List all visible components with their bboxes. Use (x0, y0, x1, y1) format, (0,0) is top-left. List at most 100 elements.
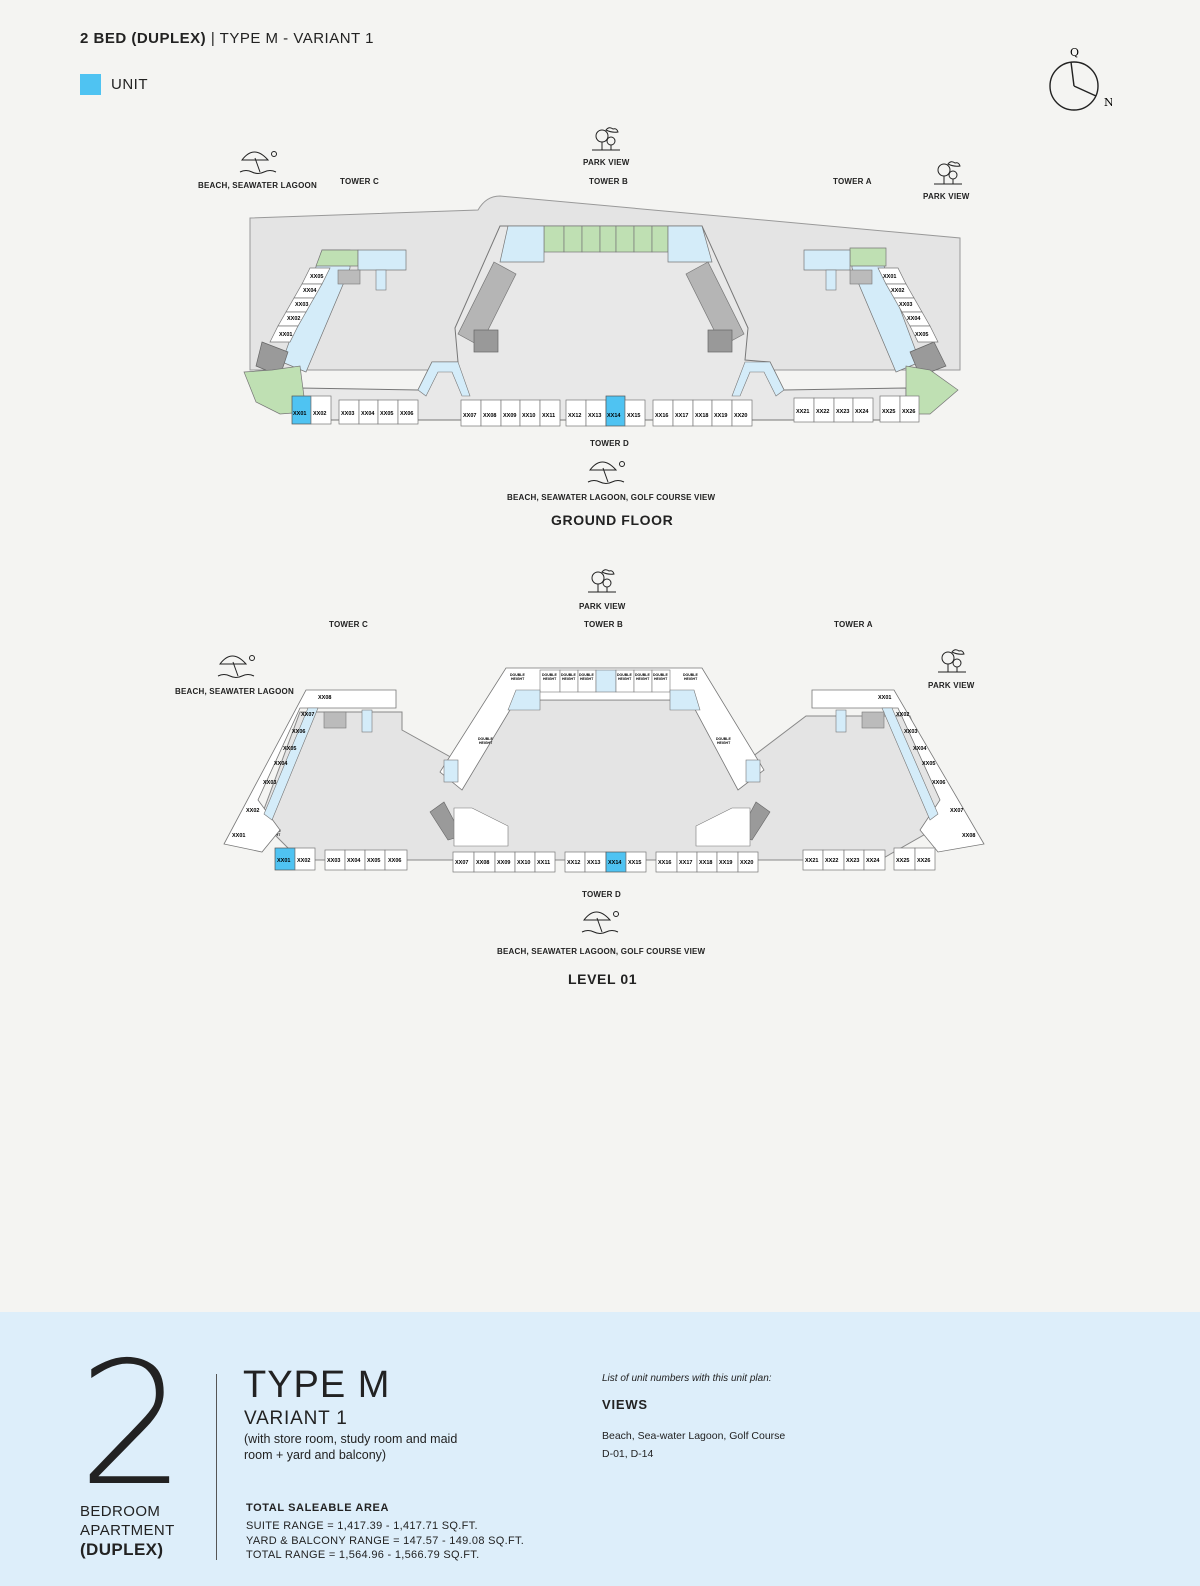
svg-text:XX16: XX16 (658, 860, 671, 866)
svg-text:HEIGHT: HEIGHT (543, 677, 557, 681)
svg-text:XX15: XX15 (627, 413, 640, 419)
svg-text:XX05: XX05 (367, 858, 380, 864)
svg-text:XX04: XX04 (303, 288, 317, 294)
tower-b-level-units (539, 669, 671, 693)
svg-text:HEIGHT: HEIGHT (684, 677, 698, 681)
svg-text:DOUBLE: DOUBLE (716, 737, 731, 741)
svg-text:XX24: XX24 (855, 409, 869, 415)
ground-floor-plan: XX05 XX04 XX03 XX02 XX01 XX01 XX02 XX03 … (239, 127, 963, 484)
bed-line3: (DUPLEX) (80, 1540, 164, 1559)
page-title: 2 BED (DUPLEX) | TYPE M - VARIANT 1 (80, 30, 374, 47)
bed-line2: APARTMENT (80, 1522, 175, 1539)
svg-text:XX01: XX01 (232, 833, 245, 839)
title-bold: 2 BED (DUPLEX) (80, 30, 207, 47)
svg-text:XX03: XX03 (295, 302, 308, 308)
svg-text:HEIGHT: HEIGHT (618, 677, 632, 681)
legend: UNIT (80, 74, 148, 95)
svg-text:XX03: XX03 (341, 411, 354, 417)
beach-icon-level-bottom (581, 911, 619, 934)
svg-text:XX03: XX03 (327, 858, 340, 864)
svg-text:XX07: XX07 (463, 413, 476, 419)
svg-text:XX24: XX24 (866, 858, 880, 864)
suite-range: SUITE RANGE = 1,417.39 - 1,417.71 SQ.FT. (246, 1520, 478, 1532)
bedroom-count: 2 (78, 1326, 187, 1524)
svg-text:XX20: XX20 (734, 413, 747, 419)
svg-text:XX07: XX07 (455, 860, 468, 866)
beach-icon-bottom (587, 461, 625, 484)
compass-q: Q (1070, 46, 1079, 59)
svg-text:XX19: XX19 (714, 413, 727, 419)
svg-text:XX11: XX11 (542, 413, 555, 419)
svg-text:XX01: XX01 (293, 411, 306, 417)
ground-tower-b: TOWER B (589, 177, 629, 186)
svg-text:XX19: XX19 (719, 860, 732, 866)
svg-text:XX03: XX03 (899, 302, 912, 308)
svg-text:HEIGHT: HEIGHT (479, 741, 493, 745)
svg-text:XX05: XX05 (915, 332, 928, 338)
level-tower-b: TOWER B (584, 620, 624, 629)
ground-park-view-right: PARK VIEW (923, 192, 970, 201)
svg-text:XX13: XX13 (588, 413, 601, 419)
svg-text:XX18: XX18 (699, 860, 712, 866)
svg-text:XX02: XX02 (297, 858, 310, 864)
tower-d-ground-units (291, 395, 920, 427)
svg-text:XX05: XX05 (310, 274, 323, 280)
bed-line1: BEDROOM (80, 1503, 161, 1520)
variant-title: VARIANT 1 (244, 1408, 348, 1429)
svg-text:XX06: XX06 (932, 780, 945, 786)
park-view-icon-right (933, 161, 963, 185)
svg-text:DOUBLE: DOUBLE (683, 673, 698, 677)
svg-text:XX04: XX04 (347, 858, 361, 864)
svg-text:XX25: XX25 (896, 858, 909, 864)
svg-text:XX12: XX12 (568, 413, 581, 419)
svg-text:XX08: XX08 (962, 833, 975, 839)
level-tower-c: TOWER C (329, 620, 369, 629)
svg-text:HEIGHT: HEIGHT (580, 677, 594, 681)
svg-text:HEIGHT: HEIGHT (654, 677, 668, 681)
svg-text:XX01: XX01 (279, 332, 292, 338)
ground-beach-bottom: BEACH, SEAWATER LAGOON, GOLF COURSE VIEW (507, 493, 716, 502)
level-park-view-right: PARK VIEW (928, 681, 975, 690)
unit-list-label: List of unit numbers with this unit plan… (602, 1373, 772, 1384)
level-tower-a: TOWER A (834, 620, 873, 629)
svg-text:XX01: XX01 (883, 274, 896, 280)
compass-icon: Q N (1049, 46, 1112, 111)
level-park-view-top: PARK VIEW (579, 602, 626, 611)
svg-text:XX05: XX05 (283, 746, 296, 752)
svg-text:XX07: XX07 (301, 712, 314, 718)
svg-text:XX21: XX21 (805, 858, 818, 864)
yard-range: YARD & BALCONY RANGE = 147.57 - 149.08 S… (246, 1534, 525, 1547)
unit-numbers: D-01, D-14 (602, 1448, 654, 1460)
svg-text:DOUBLE: DOUBLE (478, 737, 493, 741)
svg-text:XX21: XX21 (796, 409, 809, 415)
svg-text:XX14: XX14 (607, 413, 621, 419)
svg-text:XX03: XX03 (263, 780, 276, 786)
svg-text:XX09: XX09 (497, 860, 510, 866)
svg-text:XX02: XX02 (287, 316, 300, 322)
svg-text:XX02: XX02 (891, 288, 904, 294)
svg-text:XX01: XX01 (878, 695, 891, 701)
svg-text:XX04: XX04 (913, 746, 927, 752)
svg-text:DOUBLE: DOUBLE (653, 673, 668, 677)
svg-text:DOUBLE: DOUBLE (542, 673, 557, 677)
svg-text:XX03: XX03 (904, 729, 917, 735)
svg-text:XX26: XX26 (917, 858, 930, 864)
level-01-caption: LEVEL 01 (568, 971, 638, 987)
svg-text:DOUBLE: DOUBLE (635, 673, 650, 677)
type-title: TYPE M (243, 1364, 391, 1406)
svg-text:XX08: XX08 (476, 860, 489, 866)
svg-text:XX13: XX13 (587, 860, 600, 866)
svg-text:XX25: XX25 (882, 409, 895, 415)
tower-a-ground-units (877, 267, 939, 343)
unit-swatch (80, 74, 101, 95)
legend-label: UNIT (111, 76, 148, 93)
level-beach-bottom: BEACH, SEAWATER LAGOON, GOLF COURSE VIEW (497, 947, 706, 956)
tower-c-ground-units (269, 267, 331, 343)
svg-text:XX17: XX17 (675, 413, 688, 419)
svg-text:XX08: XX08 (318, 695, 331, 701)
park-view-icon (591, 127, 621, 151)
ground-beach-left: BEACH, SEAWATER LAGOON (198, 181, 317, 190)
